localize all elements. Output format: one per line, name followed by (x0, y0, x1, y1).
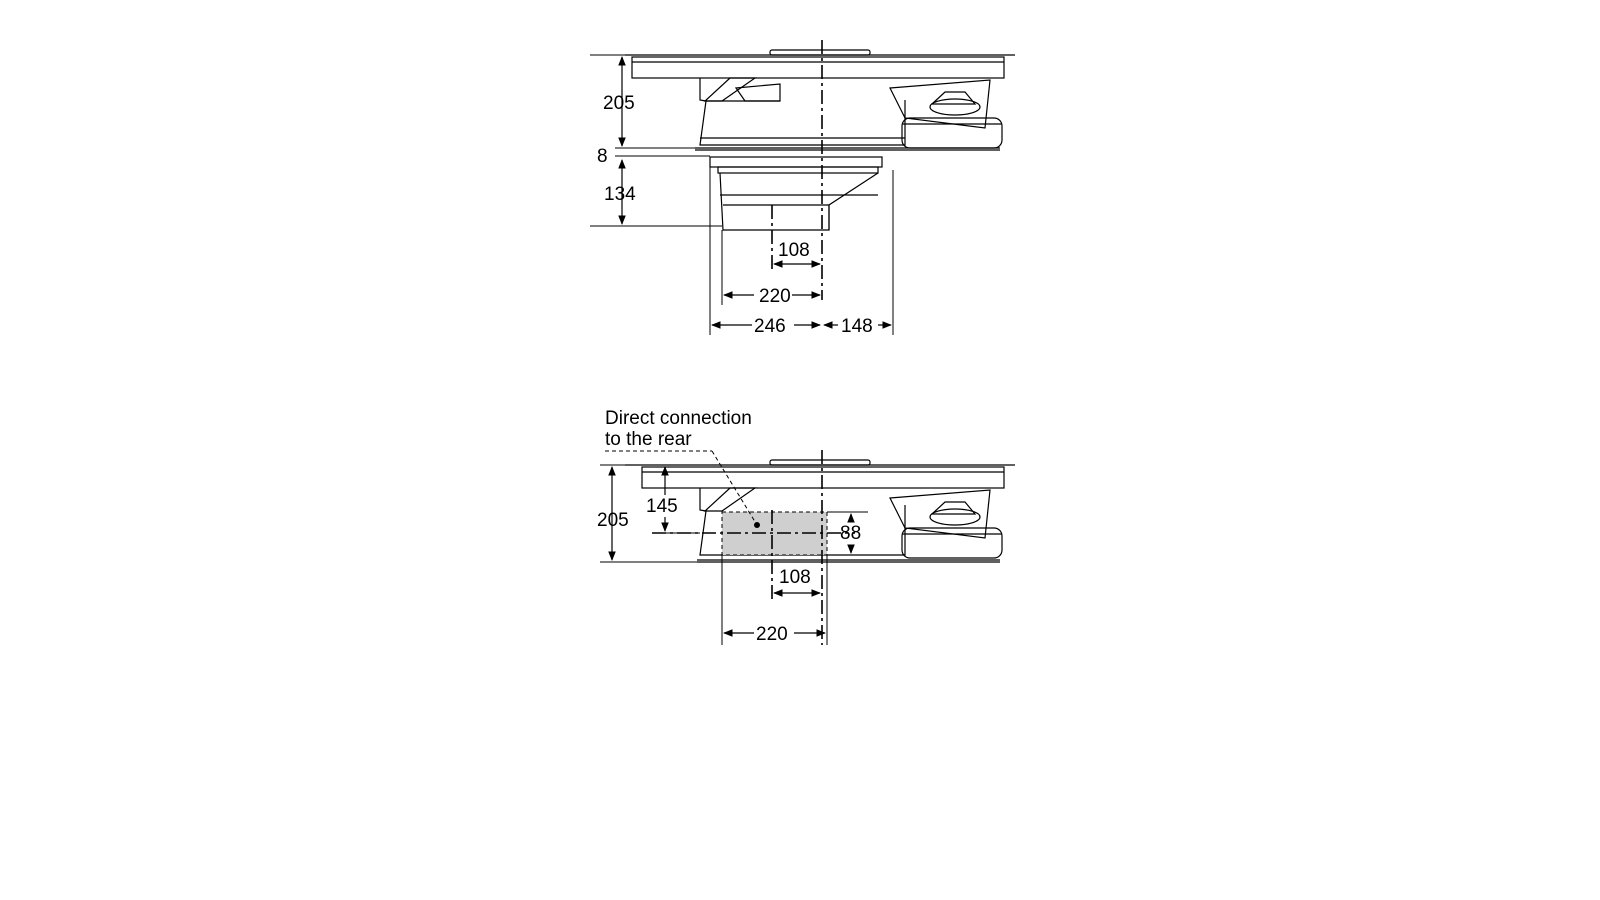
dim-gap-8: 8 (597, 146, 608, 167)
dim-offset-108-rear: 108 (779, 567, 811, 588)
cooktop-plate (625, 49, 1015, 79)
duct-adapter (709, 156, 883, 231)
fan-motor-rear (889, 489, 1003, 559)
fan-housing (695, 77, 1000, 151)
dim-width-246: 246 (754, 316, 786, 337)
dim-width-148: 148 (841, 316, 873, 337)
dim-height-88: 88 (840, 523, 861, 544)
fan-motor (889, 79, 1003, 149)
dim-height-205: 205 (603, 93, 635, 114)
dim-height-205-rear: 205 (597, 510, 629, 531)
dim-width-220: 220 (759, 286, 791, 307)
dim-height-145: 145 (646, 496, 678, 517)
top-view-drawing: 205 8 134 108 220 246 148 (590, 40, 1015, 337)
dim-height-134: 134 (604, 184, 636, 205)
bottom-view-drawing: Direct connection to the rear 145 205 88… (597, 408, 1015, 645)
dim-width-220-rear: 220 (756, 624, 788, 645)
dim-offset-108: 108 (778, 240, 810, 261)
callout-line-2: to the rear (605, 429, 692, 450)
cooktop-plate-rear (625, 459, 1015, 489)
callout-line-1: Direct connection (605, 408, 752, 429)
